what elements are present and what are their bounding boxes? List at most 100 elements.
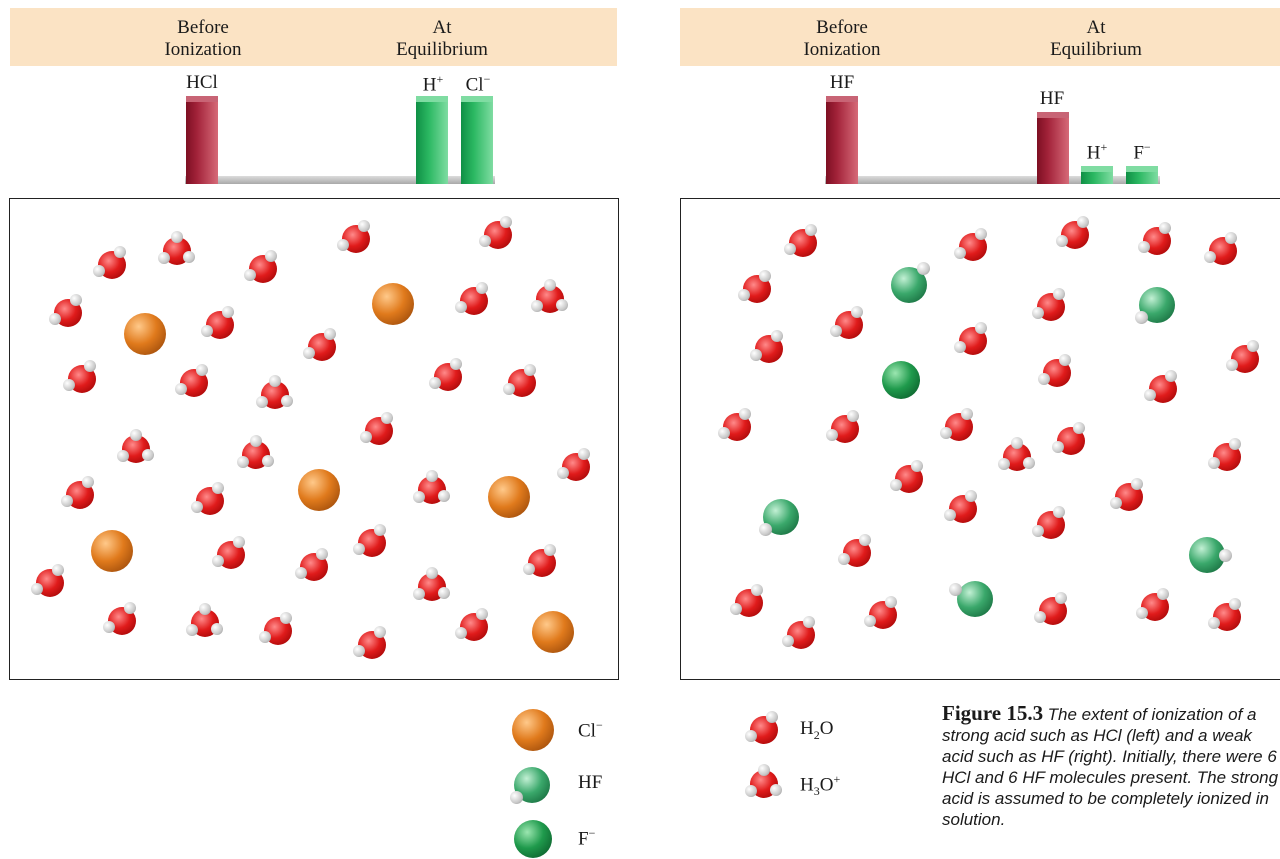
hf-molecule bbox=[759, 499, 799, 536]
water-molecule bbox=[191, 482, 224, 515]
bar-h-plus-eq-top bbox=[416, 96, 448, 102]
water-molecule bbox=[1138, 222, 1171, 255]
water-molecule bbox=[93, 246, 126, 279]
legend-hf-icon bbox=[510, 767, 550, 804]
water-molecule bbox=[1038, 354, 1071, 387]
bar-hf-before bbox=[826, 100, 858, 184]
hydronium-molecule bbox=[158, 231, 195, 265]
water-molecule bbox=[838, 534, 871, 567]
water-molecule bbox=[1144, 370, 1177, 403]
water-molecule bbox=[1204, 232, 1237, 265]
legend-chloride-icon bbox=[512, 709, 554, 751]
legend-hydronium-icon bbox=[745, 764, 782, 798]
water-molecule bbox=[1034, 592, 1067, 625]
water-molecule bbox=[750, 330, 783, 363]
caption-title: Figure 15.3 bbox=[942, 701, 1044, 725]
bar-hf-eq-top bbox=[1037, 112, 1069, 118]
water-molecule bbox=[353, 626, 386, 659]
water-molecule bbox=[1110, 478, 1143, 511]
hydronium-molecule bbox=[998, 437, 1035, 471]
hydronium-molecule bbox=[256, 375, 293, 409]
fluoride-ion bbox=[882, 361, 920, 399]
legend-fluoride-label: F− bbox=[578, 826, 596, 850]
right-header-band bbox=[680, 8, 1280, 66]
hydronium-molecule bbox=[413, 470, 450, 504]
water-molecule bbox=[175, 364, 208, 397]
water-molecule bbox=[730, 584, 763, 617]
chloride-ion bbox=[532, 611, 574, 653]
water-molecule bbox=[360, 412, 393, 445]
water-molecule bbox=[259, 612, 292, 645]
bar-h-plus-right-eq bbox=[1081, 170, 1113, 184]
water-molecule bbox=[31, 564, 64, 597]
water-molecule bbox=[1052, 422, 1085, 455]
legend-water-icon bbox=[745, 711, 778, 744]
bar-f-minus-eq bbox=[1126, 170, 1158, 184]
legend-water-label: H2O bbox=[800, 718, 834, 742]
bar-label-hf-eq: HF bbox=[1039, 88, 1065, 109]
water-molecule bbox=[782, 616, 815, 649]
water-molecule bbox=[63, 360, 96, 393]
water-molecule bbox=[61, 476, 94, 509]
hydronium-molecule bbox=[531, 279, 568, 313]
hydronium-molecule bbox=[186, 603, 223, 637]
water-molecule bbox=[244, 250, 277, 283]
water-molecule bbox=[1032, 288, 1065, 321]
bar-hf-eq bbox=[1037, 116, 1069, 184]
legend-hf-label: HF bbox=[578, 772, 603, 793]
hf-molecule bbox=[891, 262, 930, 303]
water-molecule bbox=[455, 282, 488, 315]
chloride-ion bbox=[91, 530, 133, 572]
caption-body: The extent of ionization of a strong aci… bbox=[942, 705, 1279, 829]
legend-fluoride-icon bbox=[514, 820, 552, 858]
water-molecule bbox=[455, 608, 488, 641]
water-molecule bbox=[429, 358, 462, 391]
bar-h-plus-right-eq-top bbox=[1081, 166, 1113, 172]
water-molecule bbox=[337, 220, 370, 253]
bar-cl-minus-eq-top bbox=[461, 96, 493, 102]
water-molecule bbox=[826, 410, 859, 443]
water-molecule bbox=[954, 322, 987, 355]
chloride-ion bbox=[298, 469, 340, 511]
water-molecule bbox=[523, 544, 556, 577]
water-molecule bbox=[830, 306, 863, 339]
water-molecule bbox=[738, 270, 771, 303]
hydronium-molecule bbox=[237, 435, 274, 469]
legend-chloride-label: Cl− bbox=[578, 718, 603, 742]
bar-hf-before-top bbox=[826, 96, 858, 102]
bar-label-hcl: HCl bbox=[186, 72, 218, 93]
hf-molecule bbox=[1135, 287, 1175, 324]
left-solution-box bbox=[9, 198, 619, 680]
water-molecule bbox=[1208, 598, 1241, 631]
bar-label-hf-before: HF bbox=[829, 72, 855, 93]
left-bar-base bbox=[185, 176, 495, 184]
bar-cl-minus-eq bbox=[461, 100, 493, 184]
water-molecule bbox=[503, 364, 536, 397]
chloride-ion bbox=[124, 313, 166, 355]
water-molecule bbox=[201, 306, 234, 339]
water-molecule bbox=[784, 224, 817, 257]
bar-hcl-before-top bbox=[186, 96, 218, 102]
water-molecule bbox=[479, 216, 512, 249]
water-molecule bbox=[1136, 588, 1169, 621]
water-molecule bbox=[718, 408, 751, 441]
water-molecule bbox=[1056, 216, 1089, 249]
water-molecule bbox=[103, 602, 136, 635]
water-molecule bbox=[954, 228, 987, 261]
water-molecule bbox=[864, 596, 897, 629]
bar-f-minus-eq-top bbox=[1126, 166, 1158, 172]
hydronium-molecule bbox=[413, 567, 450, 601]
water-molecule bbox=[940, 408, 973, 441]
water-molecule bbox=[1032, 506, 1065, 539]
bar-label-f-minus: F− bbox=[1133, 140, 1151, 164]
bar-hcl-before bbox=[186, 100, 218, 184]
water-molecule bbox=[295, 548, 328, 581]
hf-molecule bbox=[1189, 537, 1232, 573]
water-molecule bbox=[212, 536, 245, 569]
water-molecule bbox=[890, 460, 923, 493]
hydronium-molecule bbox=[117, 429, 154, 463]
water-molecule bbox=[353, 524, 386, 557]
